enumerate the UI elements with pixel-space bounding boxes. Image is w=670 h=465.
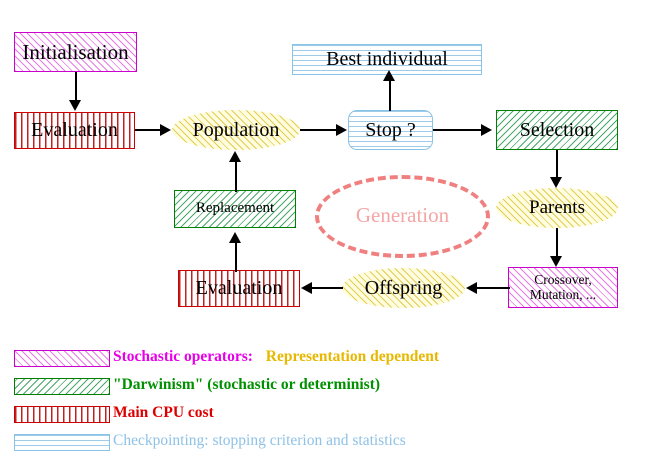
legend-text-darwinism: "Darwinism" (stochastic or determinist) — [113, 376, 380, 394]
node-stop[interactable]: Stop ? — [348, 110, 433, 150]
node-generation: Generation — [315, 175, 490, 258]
edge-selection-to-parents-arrowhead — [550, 177, 562, 188]
node-evaluation-bottom-label: Evaluation — [195, 277, 283, 299]
edge-stop-to-best-individual — [389, 78, 391, 111]
node-evaluation-bottom[interactable]: Evaluation — [178, 270, 300, 307]
node-variation-label-line2: Mutation, ... — [529, 286, 597, 302]
legend-text-checkpointing: Checkpointing: stopping criterion and st… — [113, 432, 406, 450]
node-selection-label: Selection — [519, 118, 595, 141]
node-evaluation-top-label: Evaluation — [31, 119, 118, 141]
legend-swatch-blue-horizontal-lines — [14, 434, 110, 451]
node-offspring-label: Offspring — [364, 276, 443, 299]
legend-swatch-magenta-diagonal-hatch — [14, 350, 110, 367]
node-replacement-label: Replacement — [195, 200, 275, 217]
node-best-individual-label: Best individual — [326, 48, 448, 70]
edge-replacement-to-population — [235, 160, 237, 192]
edge-selection-to-parents — [556, 150, 558, 180]
node-replacement[interactable]: Replacement — [174, 190, 296, 228]
node-population-label: Population — [192, 118, 280, 141]
edge-stop-to-selection-arrowhead — [481, 124, 492, 136]
node-variation[interactable]: Crossover, Mutation, ... — [508, 267, 618, 308]
node-parents-label: Parents — [529, 197, 585, 219]
node-initialisation-label: Initialisation — [22, 39, 129, 64]
edge-evaluation-to-replacement — [235, 240, 237, 272]
edge-stop-to-selection — [433, 129, 485, 131]
node-best-individual[interactable]: Best individual — [292, 44, 482, 75]
edge-initialisation-to-evaluation — [75, 72, 77, 102]
node-population[interactable]: Population — [172, 110, 300, 150]
edge-population-to-stop — [300, 129, 340, 131]
edge-initialisation-to-evaluation-arrowhead — [69, 100, 81, 111]
legend-label-primary-0: Stochastic operators: — [113, 348, 253, 365]
legend-row-main-cpu-cost: Main CPU cost — [0, 404, 670, 430]
edge-offspring-to-evaluation-arrowhead — [301, 282, 312, 294]
legend-row-checkpointing: Checkpointing: stopping criterion and st… — [0, 432, 670, 458]
legend: Stochastic operators: Representation dep… — [0, 340, 670, 465]
edge-evaluation-to-replacement-arrowhead — [229, 232, 241, 243]
node-initialisation[interactable]: Initialisation — [14, 32, 137, 72]
legend-swatch-green-diagonal-hatch — [14, 378, 110, 395]
edge-evaluation-to-population-arrowhead — [160, 124, 171, 136]
edge-parents-to-variation-arrowhead — [550, 256, 562, 267]
legend-swatch-red-vertical-lines — [14, 406, 110, 423]
edge-evaluation-to-population — [135, 129, 165, 131]
node-variation-label-line1: Crossover, — [534, 272, 592, 288]
edge-variation-to-offspring — [468, 287, 510, 289]
legend-label-primary-3: Checkpointing: stopping criterion and st… — [113, 432, 406, 449]
node-evaluation-top[interactable]: Evaluation — [14, 112, 135, 149]
node-generation-label: Generation — [355, 203, 450, 227]
node-stop-label: Stop ? — [365, 118, 416, 141]
node-selection[interactable]: Selection — [496, 110, 618, 150]
edge-population-to-stop-arrowhead — [336, 124, 347, 136]
legend-text-main-cpu-cost: Main CPU cost — [113, 404, 214, 422]
edge-replacement-to-population-arrowhead — [229, 151, 241, 162]
edge-parents-to-variation — [556, 228, 558, 260]
legend-label-secondary-0: Representation dependent — [265, 348, 440, 365]
legend-row-darwinism: "Darwinism" (stochastic or determinist) — [0, 376, 670, 402]
legend-label-primary-2: Main CPU cost — [113, 404, 214, 421]
legend-row-stochastic-operators: Stochastic operators: Representation dep… — [0, 348, 670, 374]
edge-stop-to-best-individual-arrowhead — [383, 70, 395, 81]
legend-label-primary-1: "Darwinism" (stochastic or determinist) — [113, 376, 381, 393]
node-offspring[interactable]: Offspring — [342, 268, 465, 308]
legend-text-stochastic-operators: Stochastic operators: Representation dep… — [113, 348, 439, 366]
node-parents[interactable]: Parents — [496, 188, 618, 228]
edge-variation-to-offspring-arrowhead — [466, 282, 477, 294]
edge-offspring-to-evaluation — [303, 287, 343, 289]
